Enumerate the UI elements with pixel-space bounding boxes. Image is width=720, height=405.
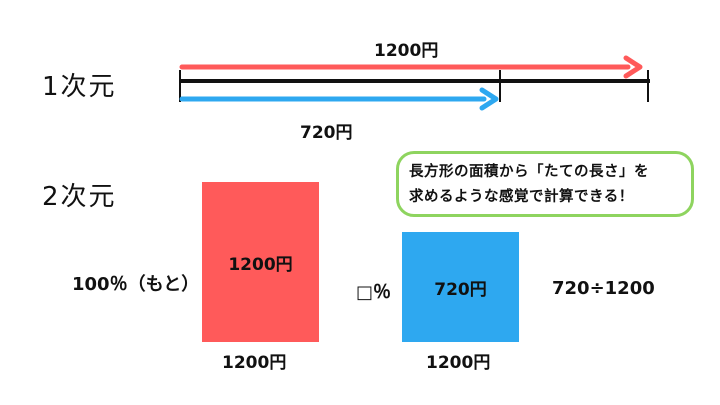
left-percent-label: 100％（もと） xyxy=(72,274,200,295)
division-formula: 720÷1200 xyxy=(552,278,655,299)
black-number-line xyxy=(179,70,650,102)
red-arrow-label: 1200円 xyxy=(374,41,439,61)
red-arrow xyxy=(179,55,643,79)
blue-arrow-label: 720円 xyxy=(300,123,353,143)
callout-line-2: 求めるような感覚で計算できる！ xyxy=(409,189,634,205)
red-rectangle-width-label: 1200円 xyxy=(222,353,287,373)
callout-box: 長方形の面積から「たての長さ」を 求めるような感覚で計算できる！ xyxy=(396,151,694,217)
section1-heading: 1次元 xyxy=(42,72,117,102)
blue-rectangle: 720円 xyxy=(402,232,519,342)
blue-rectangle-label: 720円 xyxy=(434,279,487,300)
red-rectangle-label: 1200円 xyxy=(228,254,293,275)
red-rectangle: 1200円 xyxy=(202,182,319,342)
blue-arrow xyxy=(179,87,499,111)
blue-rectangle-width-label: 1200円 xyxy=(426,353,491,373)
section2-heading: 2次元 xyxy=(42,182,117,212)
callout-line-1: 長方形の面積から「たての長さ」を xyxy=(409,164,649,180)
right-percent-label: □％ xyxy=(356,282,392,303)
